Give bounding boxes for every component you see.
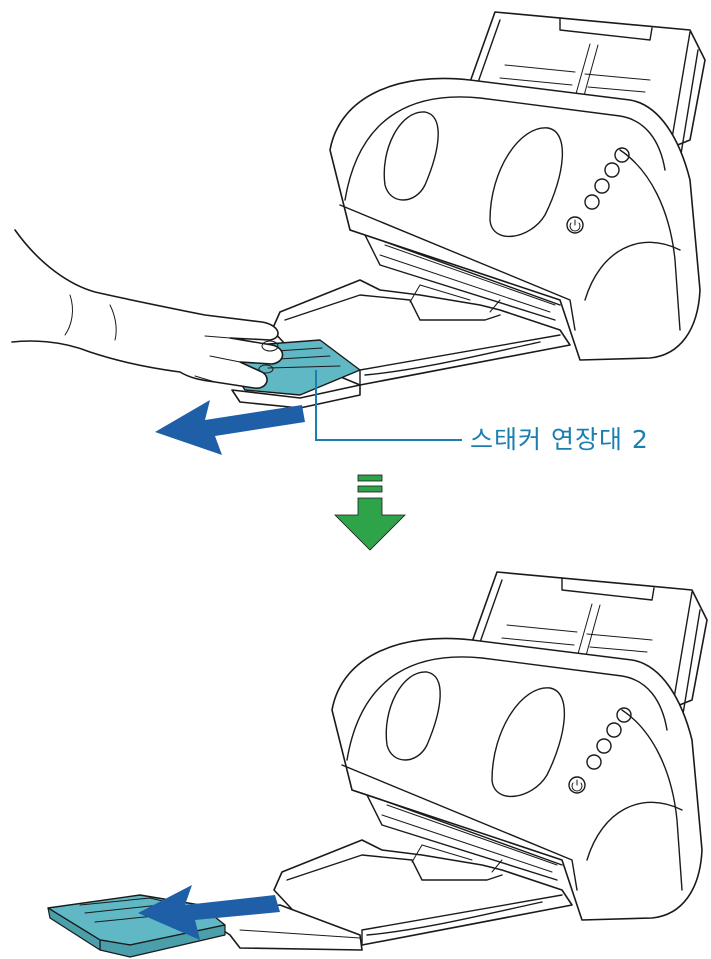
callout-leader: [315, 370, 462, 441]
pull-arrow-top: [155, 400, 305, 455]
stacker-extension-2-label: 스태커 연장대 2: [470, 425, 649, 454]
pull-arrow-bottom: [138, 885, 280, 940]
scanner-illustration-bottom: [273, 571, 708, 946]
hand-illustration: [11, 229, 284, 389]
scanner-illustration-top: [271, 11, 706, 386]
down-arrow: [334, 474, 406, 551]
